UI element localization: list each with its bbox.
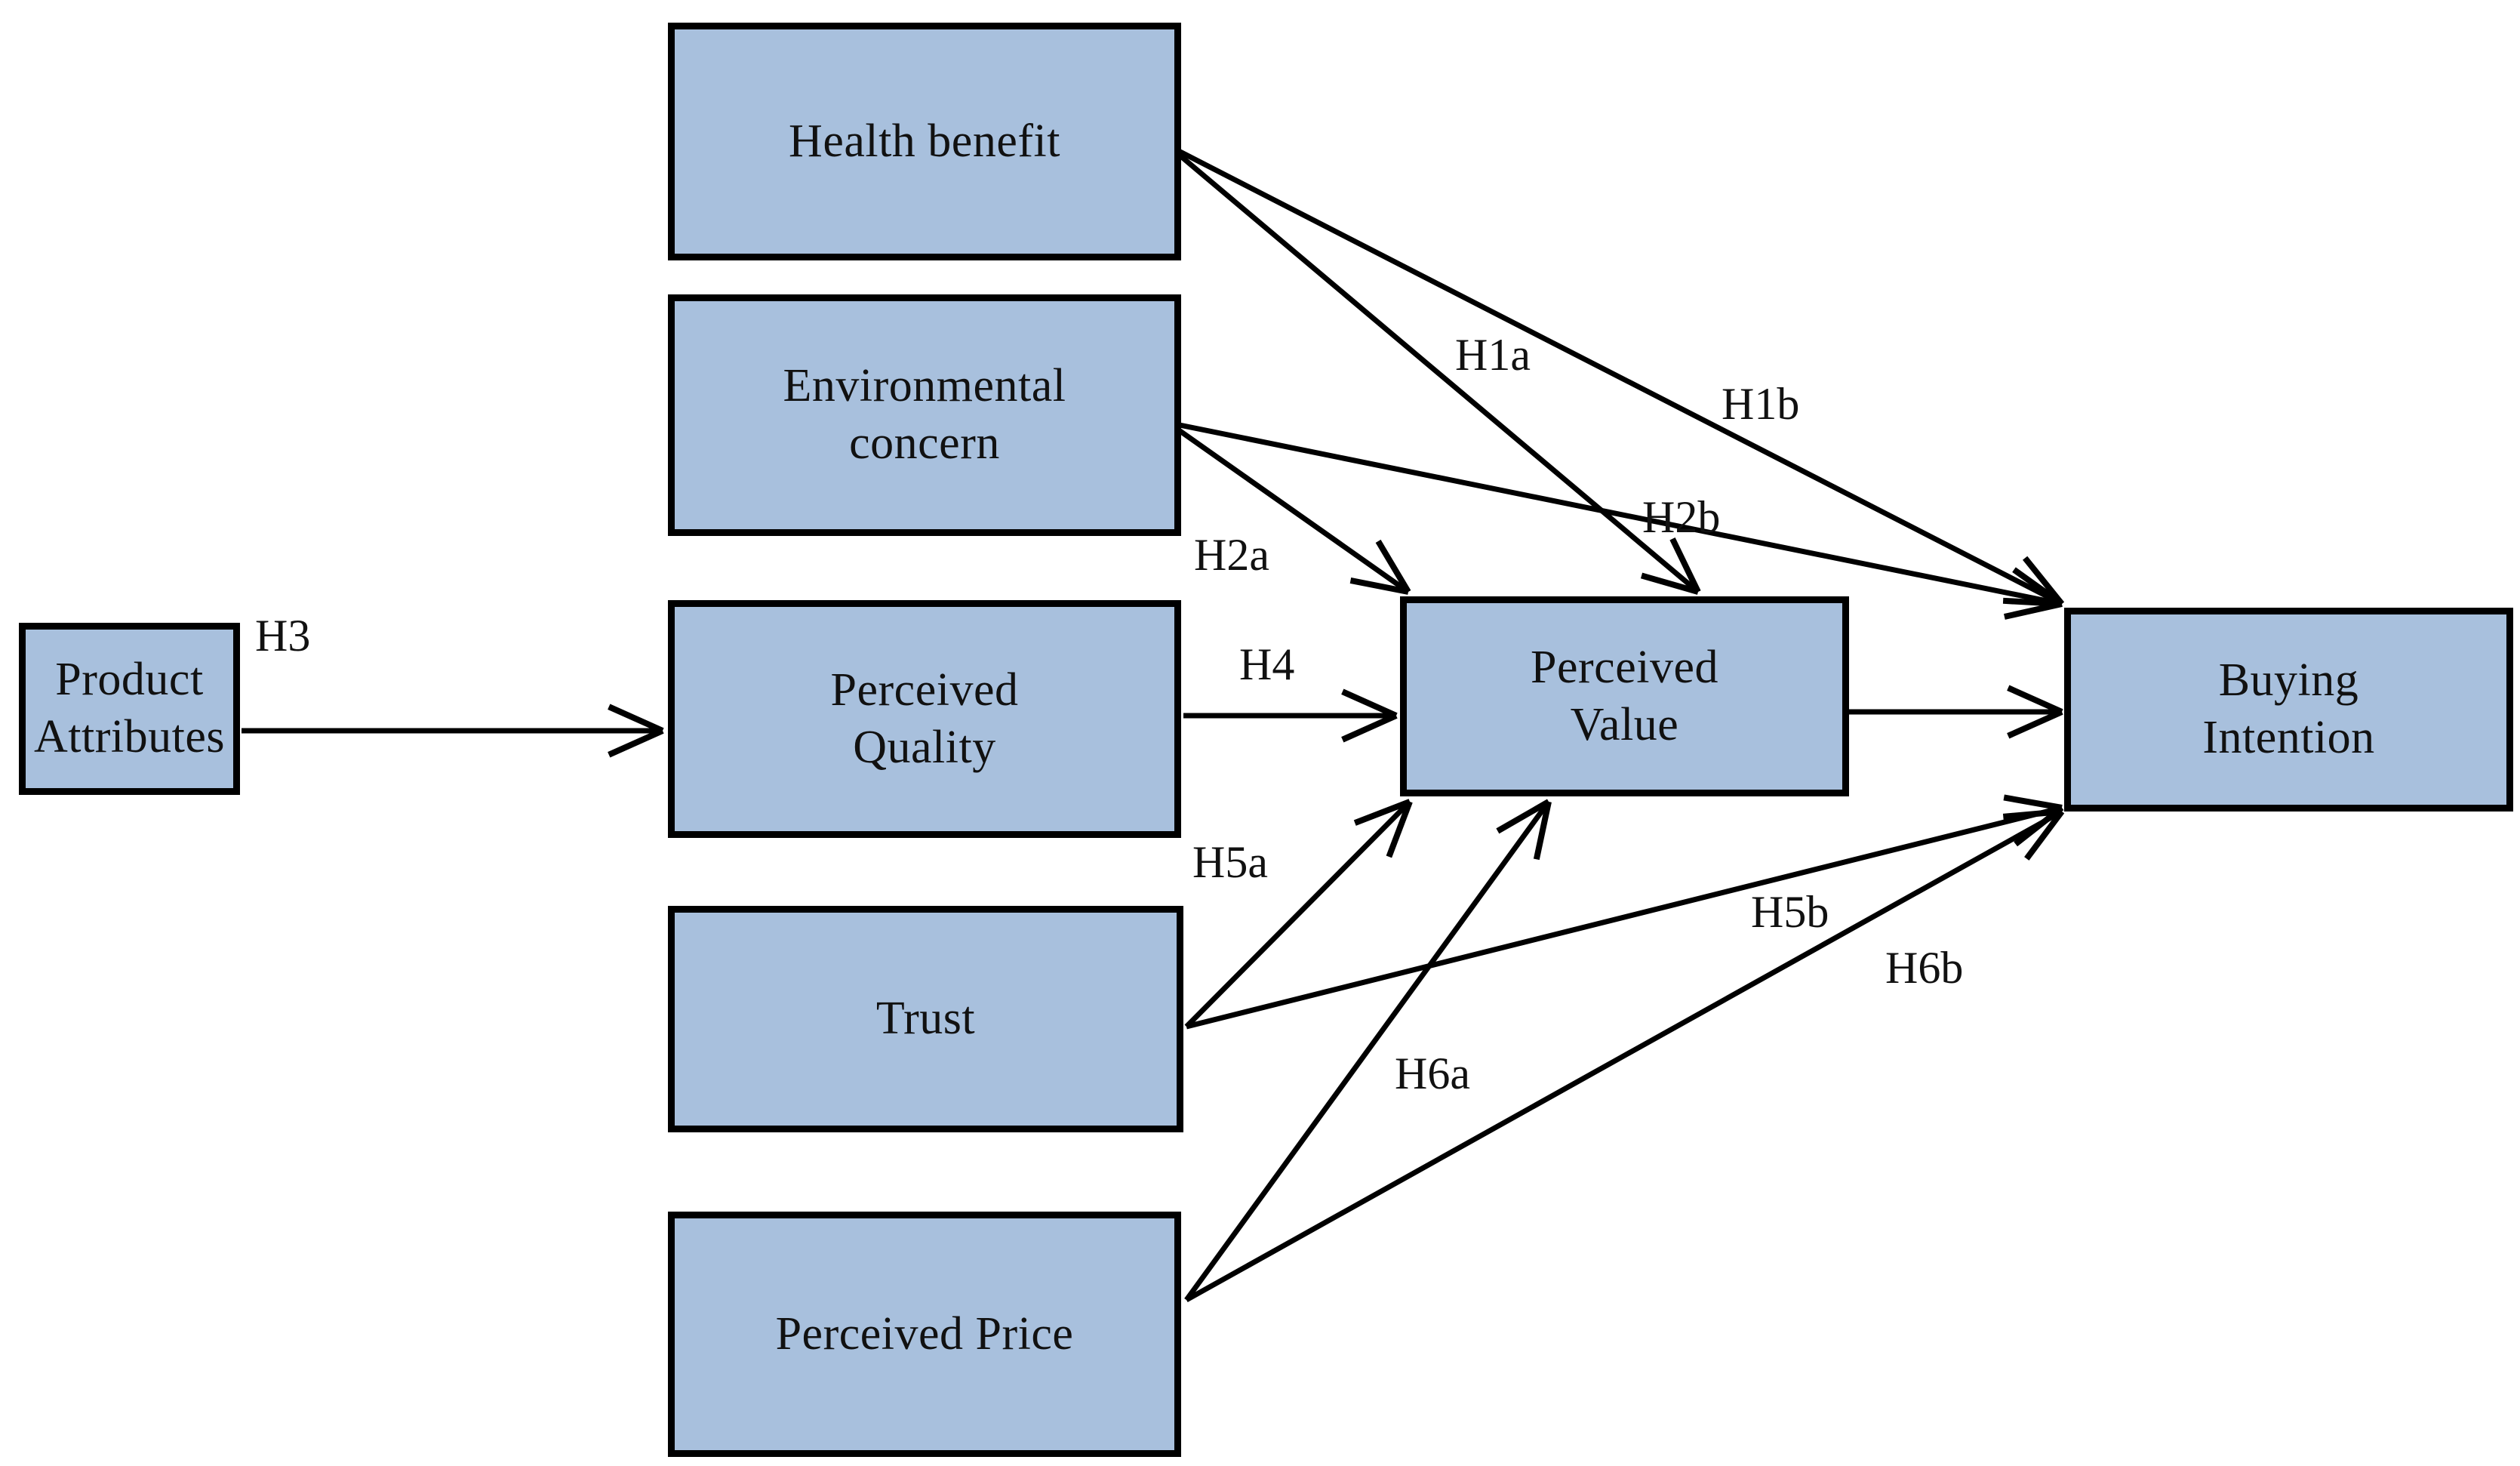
node-label-environmental-concern: Environmental concern — [783, 360, 1066, 469]
edge-label-h5b: H5b — [1751, 887, 1829, 937]
edge-label-h6b: H6b — [1885, 943, 1964, 993]
node-perceived-value[interactable]: Perceived Value — [1400, 596, 1849, 796]
edge-h2b — [1168, 420, 2064, 620]
node-product-attributes[interactable]: Product Attributes — [19, 623, 240, 795]
node-perceived-quality[interactable]: Perceived Quality — [668, 600, 1181, 838]
edge-h5a — [1184, 799, 1413, 1029]
edge-label-h5a: H5a — [1192, 837, 1268, 887]
node-label-perceived-price: Perceived Price — [775, 1307, 1074, 1360]
node-environmental-concern[interactable]: Environmental concern — [668, 294, 1181, 536]
edge-h1a — [1166, 143, 1701, 595]
edge-label-h1a: H1a — [1455, 330, 1531, 380]
edge-label-h2a: H2a — [1194, 530, 1269, 580]
node-health-benefit[interactable]: Health benefit — [668, 23, 1181, 260]
node-perceived-price[interactable]: Perceived Price — [668, 1212, 1181, 1457]
edge-h4 — [1183, 688, 1398, 743]
edge-h3 — [242, 704, 664, 758]
edge-h1b — [1167, 143, 2065, 607]
node-label-health-benefit: Health benefit — [789, 115, 1060, 167]
edge-h6a — [1184, 799, 1552, 1302]
edge-label-h1b: H1b — [1722, 379, 1800, 429]
node-label-buying-intention: Buying Intention — [2202, 654, 2375, 763]
edge-label-h2b: H2b — [1642, 492, 1721, 542]
edge-h2a — [1166, 420, 1411, 595]
edge-h6b — [1185, 808, 2065, 1303]
edge-label-h4: H4 — [1239, 639, 1295, 689]
edge-pv_bi — [1848, 685, 2063, 739]
edge-label-h6a: H6a — [1395, 1049, 1470, 1098]
node-label-perceived-value: Perceived Value — [1531, 641, 1718, 750]
edge-label-h3: H3 — [255, 611, 311, 661]
node-buying-intention[interactable]: Buying Intention — [2064, 608, 2513, 812]
node-label-perceived-quality: Perceived Quality — [830, 664, 1019, 773]
node-trust[interactable]: Trust — [668, 906, 1183, 1132]
node-label-trust: Trust — [875, 993, 976, 1045]
node-label-product-attributes: Product Attributes — [34, 654, 225, 762]
